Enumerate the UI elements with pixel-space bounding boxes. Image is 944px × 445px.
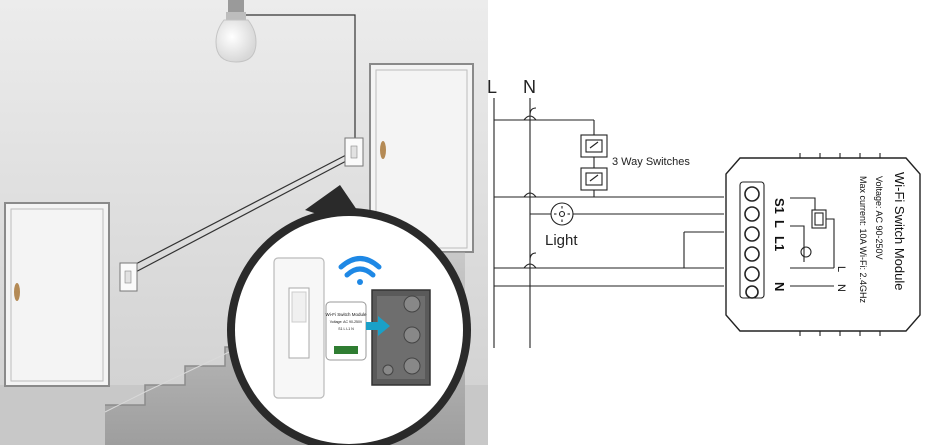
mini-module-terminals: S1 L L1 N [338, 327, 354, 331]
mini-module: Wi-Fi Switch Module Voltage: AC 90-250V … [325, 301, 367, 361]
out-n-label: N [835, 284, 847, 292]
wifi-icon [338, 256, 382, 285]
wifi-switch-module: S1 L L1 N L N Wi-Fi Switch Module Voltag… [725, 153, 921, 336]
wiring-diagram: L N 3 Way Switches [487, 77, 921, 348]
switch-plate [273, 257, 325, 399]
three-way-switch-lower [580, 167, 608, 191]
mini-module-spec: Voltage: AC 90-250V [330, 320, 363, 324]
arrow-icon [366, 316, 390, 336]
lower-wall-switch [119, 262, 138, 292]
module-voltage: Voltage: AC 90-250V [874, 176, 884, 260]
junction-box [371, 289, 431, 386]
light-label: Light [545, 232, 578, 249]
three-way-switch-upper [580, 134, 608, 158]
light-bulb-icon [215, 0, 257, 63]
terminal-n: N [772, 282, 787, 291]
module-current-wifi: Max current: 10A Wi-Fi: 2.4GHz [858, 176, 868, 304]
upper-door [369, 63, 474, 253]
out-l-label: L [835, 266, 847, 272]
terminal-l1: L1 [772, 236, 787, 251]
mini-module-title: Wi-Fi Switch Module [325, 312, 367, 317]
module-title: Wi-Fi Switch Module [892, 172, 907, 290]
bus-l-label: L [487, 77, 497, 97]
stair-scene: Wi-Fi Switch Module Voltage: AC 90-250V … [0, 0, 488, 445]
lower-door [4, 202, 110, 387]
switches-label: 3 Way Switches [612, 156, 690, 168]
upper-wall-switch [344, 137, 364, 167]
lamp-symbol-icon [550, 202, 574, 226]
product-callout: Wi-Fi Switch Module Voltage: AC 90-250V … [227, 185, 471, 445]
terminal-s1: S1 [772, 198, 787, 214]
terminal-l: L [772, 220, 787, 228]
bus-n-label: N [523, 77, 536, 97]
